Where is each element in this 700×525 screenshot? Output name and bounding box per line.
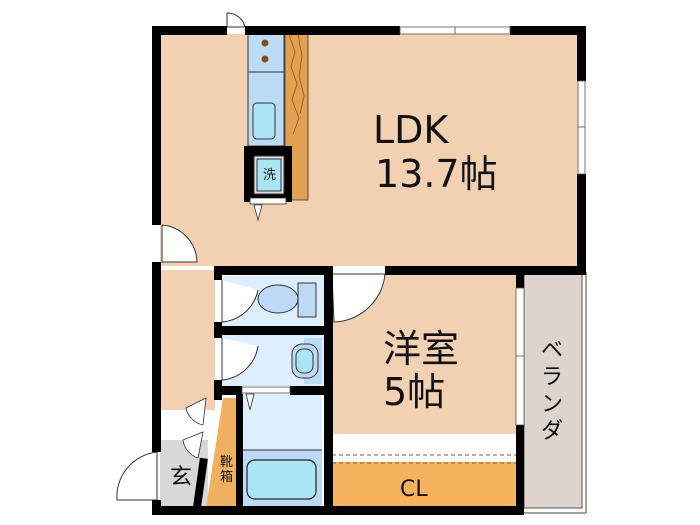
door-entrance[interactable] xyxy=(116,451,158,501)
svg-text:箱: 箱 xyxy=(220,469,233,485)
sink-icon xyxy=(252,102,276,140)
western-room-label: 洋室 xyxy=(383,327,459,371)
ldk-floor xyxy=(160,34,580,266)
svg-text:ダ: ダ xyxy=(541,419,563,444)
closet-label: CL xyxy=(400,477,428,502)
svg-text:靴: 靴 xyxy=(220,455,233,470)
window-balcony xyxy=(515,287,525,426)
toilet-icon xyxy=(257,284,299,314)
door-top[interactable] xyxy=(226,12,246,28)
door-toilet[interactable] xyxy=(221,280,259,323)
svg-text:ベ: ベ xyxy=(541,338,563,363)
ldk-size: 13.7帖 xyxy=(375,152,498,196)
walls xyxy=(152,26,586,515)
washer-label: 洗 xyxy=(263,168,276,183)
balcony-label: ベ ラ ン ダ xyxy=(541,338,563,444)
door-hallway[interactable] xyxy=(161,224,198,263)
ldk-label: LDK xyxy=(373,108,449,152)
hallway-floor xyxy=(160,270,215,410)
stove-burner-icon xyxy=(261,55,269,63)
entrance-label: 玄 xyxy=(170,465,192,490)
closet-area xyxy=(332,462,516,507)
stove-burner-icon xyxy=(261,39,269,47)
svg-text:ラ: ラ xyxy=(541,365,563,390)
bathtub-icon xyxy=(246,459,317,500)
window-right xyxy=(577,80,586,175)
shoe-cabinet xyxy=(206,398,236,508)
door-washroom[interactable] xyxy=(221,338,259,381)
western-room-size: 5帖 xyxy=(383,370,445,414)
svg-text:ン: ン xyxy=(541,392,563,417)
shoe-cabinet-label: 靴 箱 xyxy=(220,455,233,485)
door-western-room[interactable] xyxy=(331,273,386,323)
